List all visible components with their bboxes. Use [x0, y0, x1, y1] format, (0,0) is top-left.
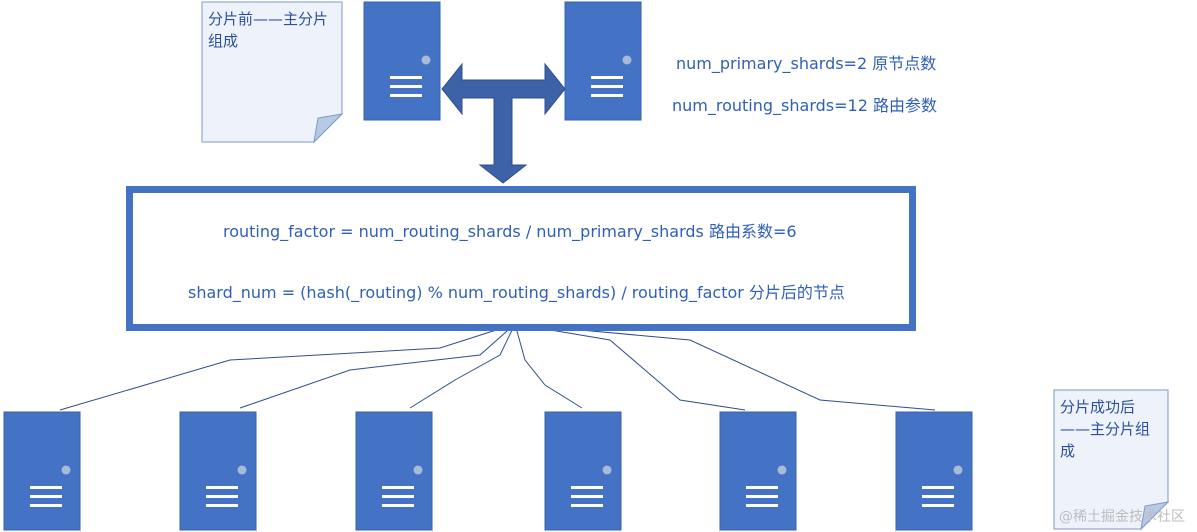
server-icon: [3, 411, 81, 531]
server-icon: [719, 411, 797, 531]
param-routing-shards: num_routing_shards=12 路由参数: [672, 96, 937, 115]
document-note-icon: [1053, 389, 1170, 531]
double-arrow-icon: [441, 62, 566, 184]
server-icon: [895, 411, 973, 531]
formula-routing-factor: routing_factor = num_routing_shards / nu…: [223, 222, 797, 241]
document-note-icon: [201, 1, 344, 144]
server-icon: [363, 1, 441, 121]
connector-lines: [59, 323, 936, 411]
server-icon: [544, 411, 622, 531]
server-icon: [564, 1, 642, 121]
formula-box: [126, 186, 916, 331]
note-after-sharding: 分片成功后——主分片组成: [1060, 398, 1151, 460]
server-icon: [179, 411, 257, 531]
param-primary-shards: num_primary_shards=2 原节点数: [676, 54, 937, 73]
formula-shard-num: shard_num = (hash(_routing) % num_routin…: [188, 283, 845, 302]
note-before-sharding: 分片前——主分片组成: [208, 10, 329, 50]
server-icon: [355, 411, 433, 531]
watermark: @稀土掘金技术社区: [1059, 509, 1185, 525]
